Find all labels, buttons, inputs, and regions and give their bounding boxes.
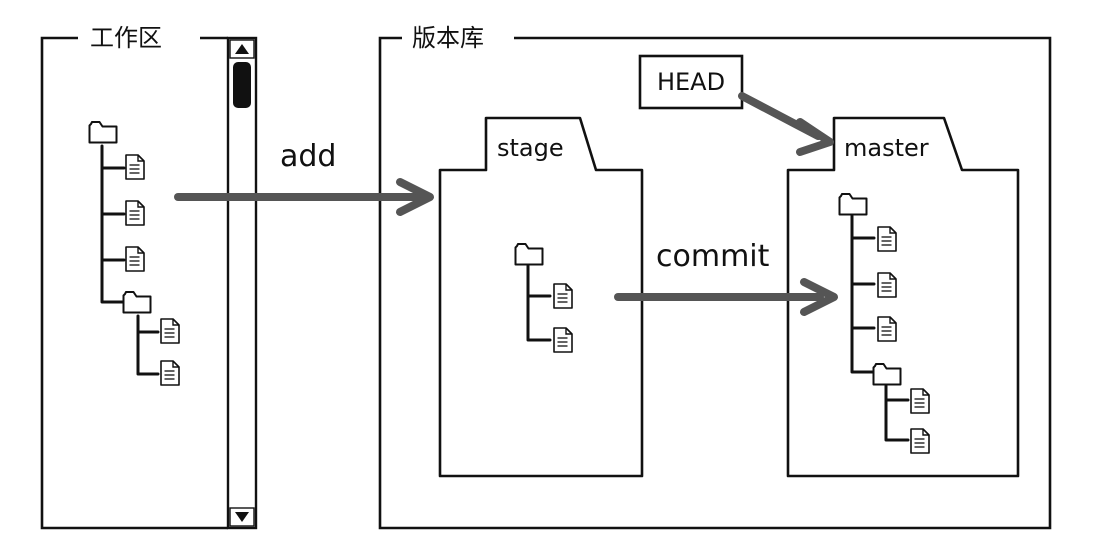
scrollbar-thumb[interactable]	[233, 62, 251, 108]
working-area: 工作区	[40, 24, 258, 530]
repository-title: 版本库	[412, 24, 484, 52]
file-icon	[125, 246, 145, 272]
file-icon	[553, 327, 573, 353]
add-arrow-head	[396, 178, 434, 216]
head-pointer: HEAD	[638, 54, 744, 110]
folder-icon	[122, 291, 152, 314]
head-arrow-head	[796, 118, 834, 156]
file-icon	[910, 388, 930, 414]
master-label: master	[844, 134, 929, 162]
repository: 版本库 stage master HEAD	[378, 24, 1052, 530]
file-icon	[125, 154, 145, 180]
head-label: HEAD	[657, 68, 725, 96]
file-icon	[125, 200, 145, 226]
working-file-tree	[88, 121, 180, 386]
commit-arrow-head	[800, 278, 838, 316]
arrows: add commit	[174, 92, 838, 316]
file-icon	[160, 318, 180, 344]
head-box	[638, 54, 744, 110]
stage-label: stage	[497, 134, 564, 162]
working-area-frame	[40, 36, 228, 530]
file-icon	[160, 360, 180, 386]
file-icon	[877, 226, 897, 252]
stage-area: stage	[438, 116, 644, 478]
folder-icon	[88, 121, 118, 144]
master-branch-area: master	[786, 116, 1020, 478]
tree-branch-lines	[100, 144, 160, 376]
file-icon	[877, 316, 897, 342]
file-icon	[877, 272, 897, 298]
scrollbar[interactable]	[226, 36, 258, 530]
file-icon	[553, 283, 573, 309]
commit-label: commit	[656, 239, 770, 274]
tree-branch-lines	[850, 214, 910, 442]
working-area-title: 工作区	[90, 24, 162, 52]
scrollbar-track[interactable]	[226, 36, 258, 530]
arrow-up-icon	[235, 44, 249, 54]
add-label: add	[280, 139, 336, 174]
tree-branch-lines	[526, 264, 552, 342]
file-icon	[910, 428, 930, 454]
arrow-down-icon	[235, 512, 249, 522]
repository-frame	[378, 36, 1052, 530]
